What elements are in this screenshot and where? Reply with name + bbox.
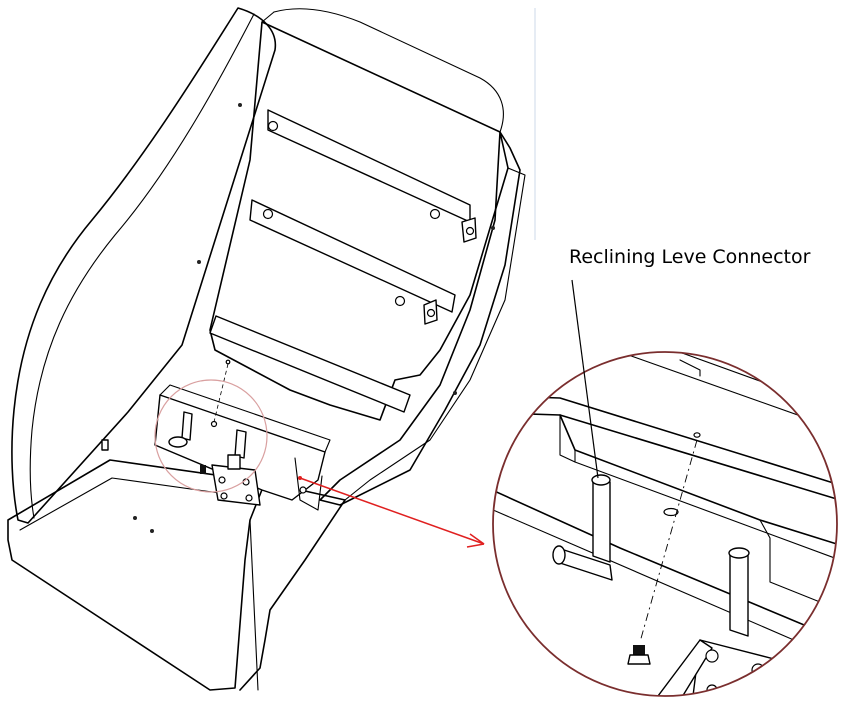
detail-bolt (676, 698, 684, 702)
side-clip (101, 439, 109, 451)
magnified-detail (492, 351, 838, 702)
detail-highlight-circle (154, 379, 268, 493)
set-screw (200, 465, 206, 474)
seat-frame (7, 7, 526, 691)
detail-channel-right (759, 519, 837, 611)
backrest-corner (261, 11, 275, 23)
right-side-panel (319, 131, 521, 506)
bolt (299, 486, 307, 494)
detail-center-line (639, 439, 698, 643)
detail-set-screw-nut (627, 654, 651, 665)
detail-lower-edge (493, 479, 837, 641)
small-hole (210, 420, 218, 428)
hinge-barrel (227, 454, 241, 470)
seat-base-front-edge (249, 519, 259, 691)
bolt (426, 308, 436, 318)
bolt (394, 295, 406, 307)
detail-lever-connector-right (729, 551, 749, 637)
detail-channel (559, 414, 837, 546)
panel-hole (133, 516, 137, 520)
panel-hole (150, 529, 154, 533)
lever-connector-left (181, 411, 193, 441)
detail-hinge-bracket (654, 639, 713, 696)
lever-connector-right (234, 429, 247, 459)
cross-bar-3 (209, 315, 411, 413)
detail-lower-edge-2 (493, 499, 837, 661)
magnifier-ring (492, 351, 838, 697)
detail-lever-connector-left-cap (552, 545, 566, 565)
detail-arrow (298, 476, 485, 548)
seat-base-right (239, 481, 346, 691)
cross-bar-1 (267, 109, 471, 223)
bolt (220, 492, 228, 500)
backrest-top-edge (273, 8, 504, 133)
detail-top-plate (493, 394, 837, 501)
bolt (465, 226, 475, 236)
right-side-panel-back (344, 167, 526, 501)
hinge-plate (211, 464, 261, 506)
detail-lever-connector-left (592, 477, 611, 563)
panel-hole (453, 391, 457, 395)
lever-connector-left-foot (168, 436, 188, 448)
panel-hole (238, 103, 242, 107)
left-side-panel (11, 7, 277, 524)
callout-label: Reclining Leve Connector (569, 246, 811, 268)
bolt (218, 476, 226, 484)
panel-hole (491, 226, 495, 230)
seat-base-left (7, 459, 266, 691)
center-line (213, 363, 229, 423)
detail-backrest-step (679, 359, 701, 377)
detail-channel-end (559, 414, 576, 463)
detail-lever-connector-right-top (728, 547, 750, 559)
bolt (245, 494, 253, 502)
callout-leader-line (571, 279, 599, 479)
detail-washer (663, 507, 679, 517)
detail-small-hole (693, 432, 701, 438)
small-hole (225, 359, 231, 365)
detail-set-screw (633, 645, 645, 655)
mount-bracket (294, 457, 323, 511)
detail-lever-connector-left-top (591, 474, 611, 486)
detail-bolt (705, 649, 719, 663)
left-side-panel-edge (29, 13, 255, 519)
cross-bar-2 (249, 199, 456, 313)
panel-hole (197, 260, 201, 264)
bolt (262, 208, 274, 220)
bolt (429, 208, 441, 220)
mount-plate-top (159, 384, 331, 453)
bolt (267, 120, 279, 132)
detail-hinge-barrel (711, 689, 746, 696)
